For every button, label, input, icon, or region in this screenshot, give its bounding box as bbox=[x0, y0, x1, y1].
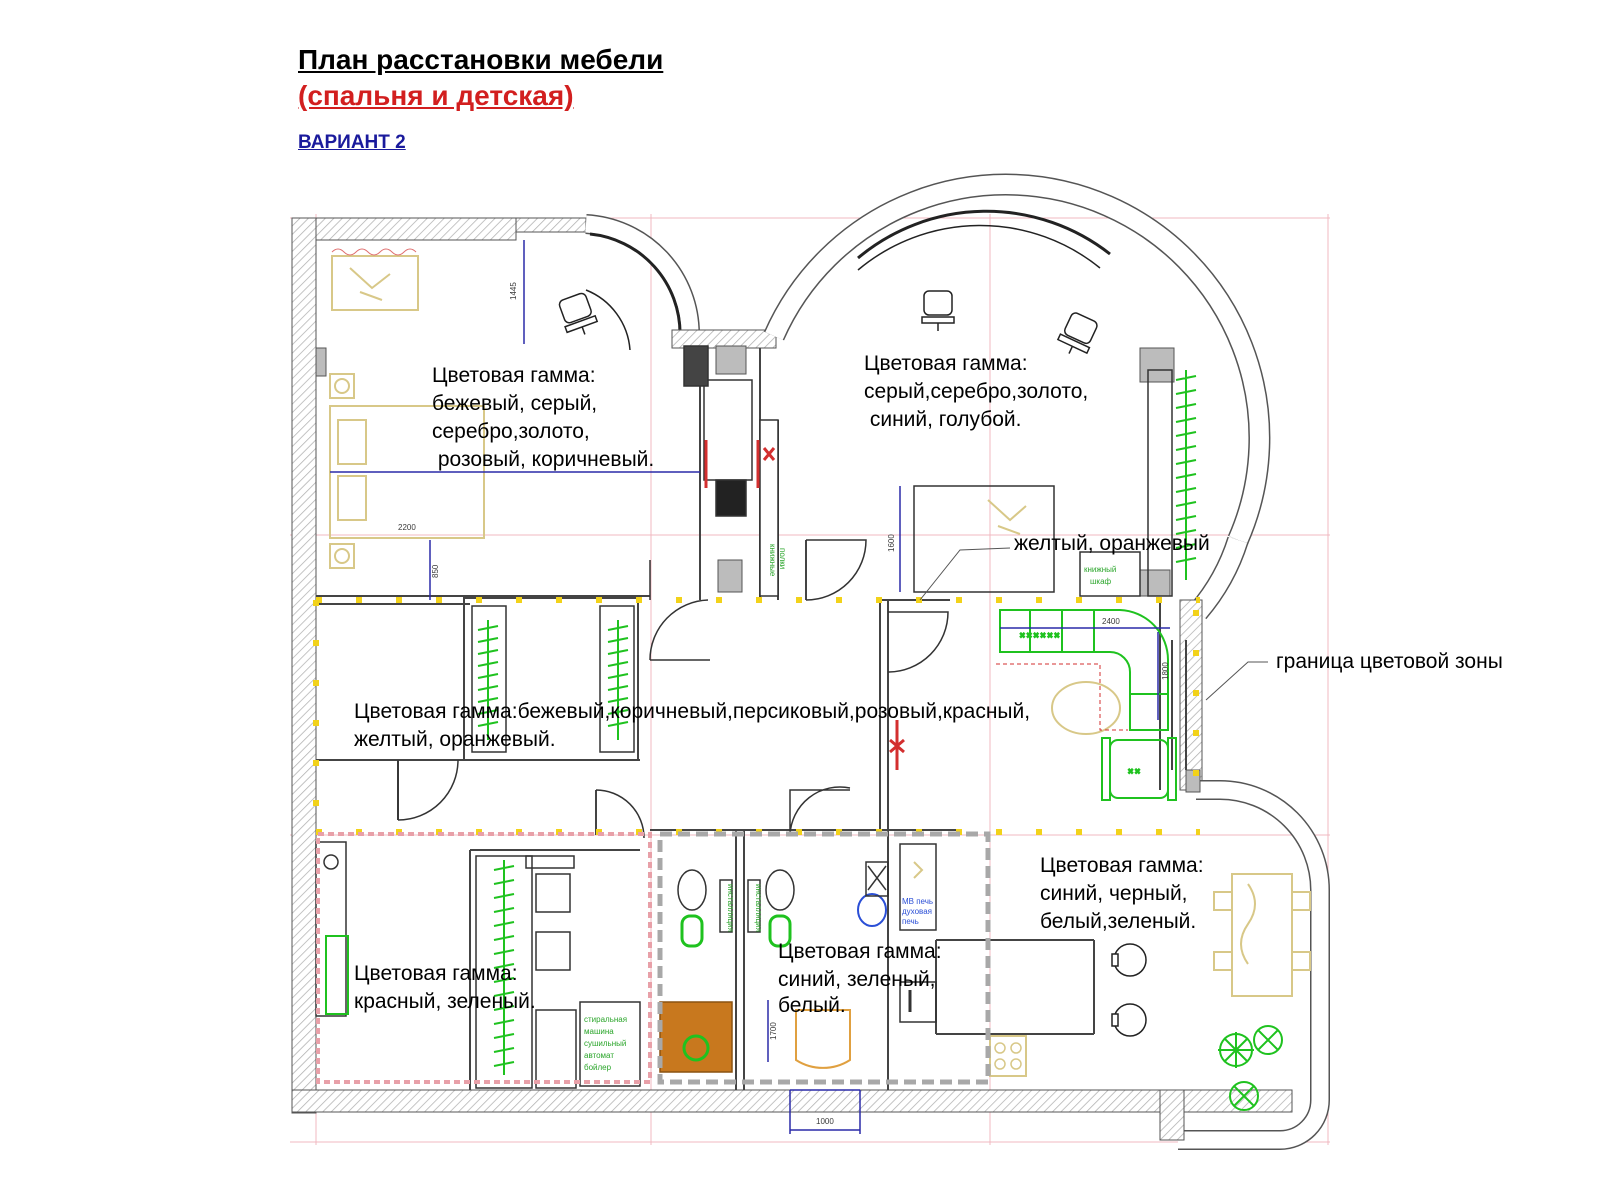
zone-bathroom-text: Цветовая гамма: синий, зеленый, белый. bbox=[778, 940, 942, 1017]
fixture-labels: книжные полки книжный шкаф стиральная ма… bbox=[584, 544, 1116, 1072]
svg-text:белый.: белый. bbox=[778, 994, 846, 1017]
svg-text:Цветовая гамма:: Цветовая гамма: bbox=[1040, 854, 1204, 877]
dining-table bbox=[1213, 873, 1311, 997]
wardrobe-boxes bbox=[471, 605, 635, 1089]
zone-hall-text: Цветовая гамма:бежевый,коричневый,персик… bbox=[354, 700, 1030, 751]
svg-text:бежевый, серый,: бежевый, серый, bbox=[432, 392, 597, 415]
zone-kitchen-text: Цветовая гамма: синий, черный, белый,зел… bbox=[1040, 854, 1204, 933]
dim-1000: 1000 bbox=[816, 1117, 834, 1126]
bookcase-label-1: книжный bbox=[1084, 565, 1116, 574]
shelves-label-1: книжные bbox=[768, 544, 777, 577]
bookcase-label-2: шкаф bbox=[1090, 577, 1112, 586]
svg-text:синий, зеленый,: синий, зеленый, bbox=[778, 968, 936, 991]
dimension-lines bbox=[330, 240, 1170, 1134]
washer-label-2: машина bbox=[584, 1027, 614, 1036]
ovens-label-1: МВ печь bbox=[902, 897, 933, 906]
svg-text:Цветовая гамма:: Цветовая гамма: bbox=[354, 962, 518, 985]
red-markers bbox=[704, 440, 905, 770]
installation-label-1: инсталляция bbox=[726, 884, 735, 932]
variant-label: ВАРИАНТ 2 bbox=[298, 132, 406, 153]
ovens-label-3: печь bbox=[902, 917, 919, 926]
callout-lines bbox=[919, 547, 1268, 701]
washer-label-1: стиральная bbox=[584, 1015, 627, 1024]
svg-text:красный, зеленый.: красный, зеленый. bbox=[354, 990, 536, 1013]
dim-1700: 1700 bbox=[769, 1022, 778, 1040]
dim-2200: 2200 bbox=[398, 523, 416, 532]
dim-2400: 2400 bbox=[1102, 617, 1120, 626]
cabinets bbox=[683, 345, 1173, 597]
dim-1445: 1445 bbox=[509, 282, 518, 300]
wardrobe-hangers bbox=[477, 370, 1197, 1075]
svg-text:белый,зеленый.: белый,зеленый. bbox=[1040, 910, 1196, 933]
svg-text:синий, черный,: синий, черный, bbox=[1040, 882, 1188, 905]
bedroom2-bed bbox=[913, 485, 1055, 593]
dim-1600: 1600 bbox=[887, 534, 896, 552]
dim-1800: 1800 bbox=[1161, 662, 1170, 680]
svg-text:Цветовая гамма:: Цветовая гамма: bbox=[778, 940, 942, 963]
svg-text:Цветовая гамма:: Цветовая гамма: bbox=[432, 364, 596, 387]
ovens-label-2: духовая bbox=[902, 907, 932, 916]
desk-chairs bbox=[558, 290, 1147, 1037]
coffee-table bbox=[1051, 681, 1121, 735]
bathroom-fixtures bbox=[659, 861, 889, 1073]
svg-text:желтый, оранжевый.: желтый, оранжевый. bbox=[354, 728, 556, 751]
laundry-fixtures bbox=[315, 841, 641, 1089]
doors bbox=[397, 539, 949, 839]
svg-text:розовый, коричневый.: розовый, коричневый. bbox=[432, 448, 654, 471]
washer-label-5: бойлер bbox=[584, 1063, 612, 1072]
svg-text:синий, голубой.: синий, голубой. bbox=[864, 408, 1021, 431]
desk-surfaces bbox=[585, 224, 1101, 351]
zone-bedroom2-extra: желтый, оранжевый bbox=[1014, 532, 1210, 555]
washer-label-4: автомат bbox=[584, 1051, 614, 1060]
svg-text:серебро,золото,: серебро,золото, bbox=[432, 420, 590, 443]
zone-borders bbox=[313, 597, 1200, 1085]
rug-outline bbox=[996, 663, 1128, 731]
zone-laundry-text: Цветовая гамма: красный, зеленый. bbox=[354, 962, 536, 1013]
dim-850: 850 bbox=[431, 564, 440, 578]
exterior-walls bbox=[291, 173, 1330, 1150]
zone-border-callout: граница цветовой зоны bbox=[1276, 650, 1503, 673]
plants bbox=[1218, 1025, 1283, 1111]
zone-bedroom2-text: Цветовая гамма: серый,серебро,золото, си… bbox=[864, 352, 1210, 555]
svg-text:× × × × × ×: × × × × × × bbox=[1020, 631, 1059, 640]
dimension-labels: 1445 2200 850 1600 2400 1800 1700 1000 bbox=[398, 282, 1170, 1126]
bedroom1-furniture bbox=[329, 248, 485, 569]
page-subtitle: (спальня и детская) bbox=[298, 80, 574, 111]
page-title: План расстановки мебели bbox=[298, 44, 664, 75]
svg-text:× ×: × × bbox=[1128, 767, 1140, 776]
zone-bedroom1-text: Цветовая гамма: бежевый, серый, серебро,… bbox=[432, 364, 654, 471]
washer-label-3: сушильный bbox=[584, 1039, 626, 1048]
shelves-label-2: полки bbox=[778, 548, 787, 569]
installation-label-2: инсталляция bbox=[754, 884, 763, 932]
svg-text:серый,серебро,золото,: серый,серебро,золото, bbox=[864, 380, 1088, 403]
kitchen-fixtures bbox=[899, 843, 1027, 1077]
svg-text:Цветовая гамма:бежевый,коричне: Цветовая гамма:бежевый,коричневый,персик… bbox=[354, 700, 1030, 723]
corner-sofa: × × × × × × × × bbox=[999, 609, 1177, 801]
svg-text:Цветовая гамма:: Цветовая гамма: bbox=[864, 352, 1028, 375]
